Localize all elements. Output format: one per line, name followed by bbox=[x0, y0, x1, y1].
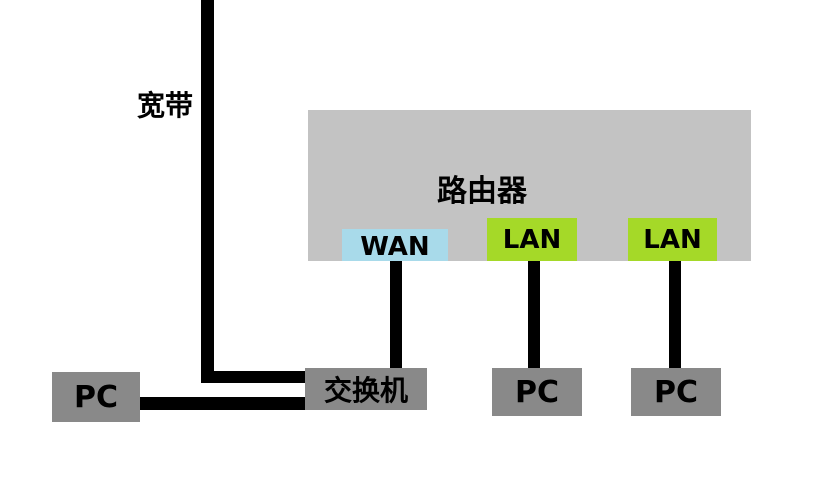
switch-to-wan-line bbox=[390, 261, 402, 369]
lan-port-1: LAN bbox=[487, 218, 577, 261]
wan-port: WAN bbox=[342, 229, 448, 262]
switch-node: 交换机 bbox=[305, 368, 427, 410]
pc-node-1: PC bbox=[52, 372, 140, 422]
broadband-label: 宽带 bbox=[137, 89, 194, 122]
lan1-to-pc2-line bbox=[528, 261, 540, 369]
pc-node-2: PC bbox=[492, 368, 582, 416]
pc-node-3: PC bbox=[631, 368, 721, 416]
lan2-to-pc3-line bbox=[669, 261, 681, 369]
lan-port-2: LAN bbox=[628, 218, 717, 261]
broadband-line-vertical bbox=[201, 0, 214, 383]
broadband-line-to-switch bbox=[201, 371, 311, 383]
router-label: 路由器 bbox=[437, 174, 527, 209]
pc1-to-switch-line bbox=[140, 397, 310, 410]
